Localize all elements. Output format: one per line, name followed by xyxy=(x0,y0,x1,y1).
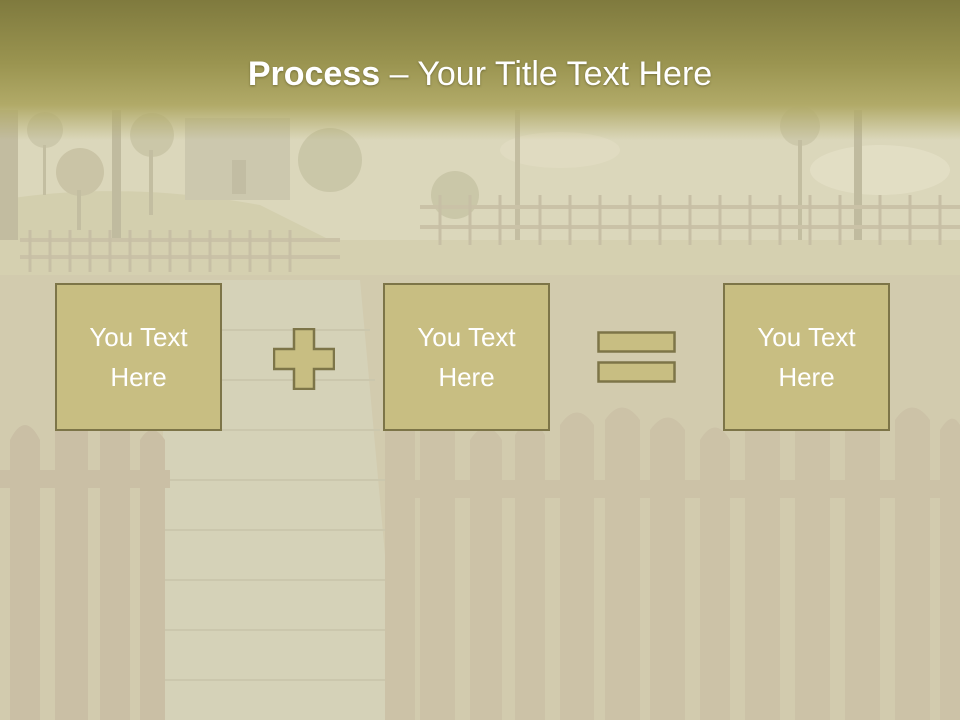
process-box-2: You Text Here xyxy=(383,283,550,431)
title-rest: – Your Title Text Here xyxy=(380,55,713,93)
process-box-1: You Text Here xyxy=(55,283,222,431)
title-band xyxy=(0,0,960,140)
plus-icon xyxy=(273,328,335,390)
process-box-3: You Text Here xyxy=(723,283,890,431)
page-title: Process – Your Title Text Here xyxy=(0,52,960,96)
title-bold-part: Process xyxy=(247,55,381,93)
process-box-2-text: You Text Here xyxy=(417,322,516,392)
equals-icon xyxy=(597,331,676,383)
process-box-1-text: You Text Here xyxy=(89,322,188,392)
process-box-3-text: You Text Here xyxy=(757,322,856,392)
